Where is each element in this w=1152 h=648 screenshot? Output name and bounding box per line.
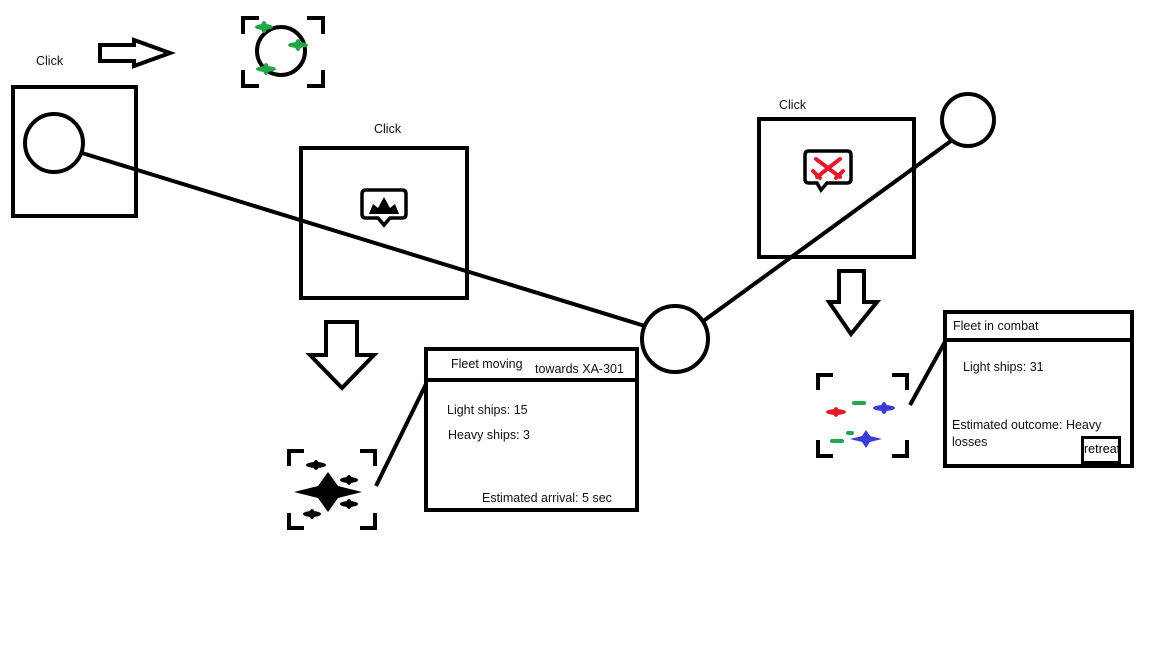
callout-line-moving	[374, 379, 430, 487]
arrow-down-icon	[305, 320, 379, 391]
light-ships-count: Light ships: 15	[447, 403, 528, 417]
heavy-ships-count: Heavy ships: 3	[448, 428, 530, 442]
fleet-moving-icon	[287, 449, 377, 530]
planet-node-middle[interactable]	[640, 304, 710, 374]
arrow-down-icon	[825, 269, 882, 338]
panel-divider	[943, 338, 1134, 342]
panel-divider	[424, 378, 639, 382]
arrow-right-icon	[98, 37, 176, 69]
click-label: Click	[36, 54, 64, 68]
click-label: Click	[374, 122, 402, 136]
attack-icon	[803, 149, 853, 193]
retreat-button[interactable]: retreat	[1081, 436, 1121, 464]
click-label: Click	[779, 98, 807, 112]
planet-select-box[interactable]	[11, 85, 138, 218]
panel-title: Fleet moving	[451, 357, 523, 371]
fleet-combat-icon	[816, 373, 909, 458]
route-line-origin	[81, 151, 646, 328]
estimated-outcome: Estimated outcome: Heavy losses	[952, 418, 1102, 449]
move-command-box[interactable]	[299, 146, 469, 300]
attack-command-box[interactable]	[757, 117, 916, 259]
fleet-combat-panel: Fleet in combat Light ships: 31 Estimate…	[943, 310, 1134, 468]
panel-title: Fleet in combat	[953, 319, 1039, 333]
estimated-arrival: Estimated arrival: 5 sec	[482, 491, 612, 505]
planet-node-target[interactable]	[940, 92, 996, 148]
fleet-moving-panel: Fleet moving towards XA-301 Light ships:…	[424, 347, 639, 512]
planet-node-origin[interactable]	[23, 112, 85, 174]
fleet-destination: towards XA-301	[535, 362, 624, 376]
selected-planet-icon	[241, 16, 325, 88]
fleet-move-icon	[360, 188, 408, 228]
light-ships-count: Light ships: 31	[963, 360, 1044, 374]
callout-line-combat	[908, 339, 948, 406]
